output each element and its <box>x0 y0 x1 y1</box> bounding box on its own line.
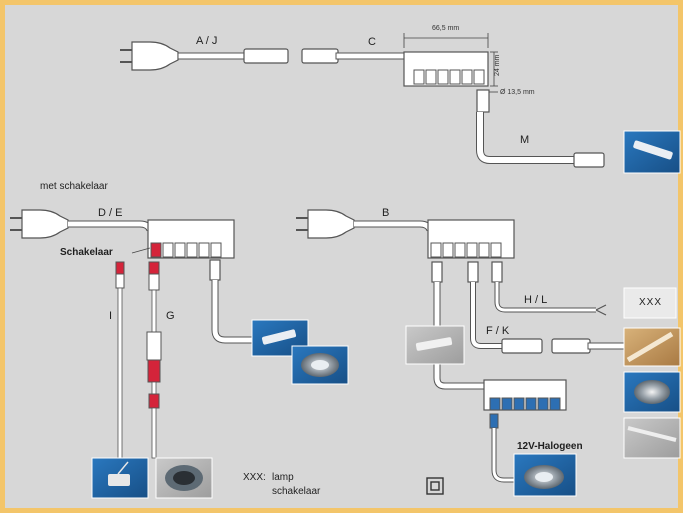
legend-line1: lamp <box>272 472 294 483</box>
schakelaar-pointer <box>132 248 150 253</box>
sub-distributor <box>484 380 566 410</box>
plug-b <box>296 210 354 238</box>
label-fk: F / K <box>486 325 509 337</box>
cable-aj <box>178 53 246 59</box>
switch-photo <box>92 458 148 498</box>
legend-prefix: XXX: <box>243 472 266 483</box>
label-halogeen: 12V-Halogeen <box>517 441 583 452</box>
connector-aj <box>244 49 288 63</box>
recessed-spot-photo <box>156 458 212 498</box>
surface-spot-photo <box>624 372 680 412</box>
distributor-right <box>428 220 514 258</box>
dimension-width: 66,5 mm <box>432 25 459 32</box>
label-hl: H / L <box>524 294 547 306</box>
legend-line2: schakelaar <box>272 486 320 497</box>
label-b: B <box>382 207 389 219</box>
connector-c <box>302 49 338 63</box>
cable-hl <box>492 262 606 315</box>
halogen-photo <box>514 454 576 496</box>
dimension-diameter: Ø 13,5 mm <box>500 89 535 96</box>
label-g: G <box>166 310 175 322</box>
dimension-height: 24 mm <box>494 55 501 76</box>
label-de: D / E <box>98 207 122 219</box>
plug-aj <box>120 42 178 70</box>
label-m: M <box>520 134 529 146</box>
label-i: I <box>109 310 112 322</box>
cable-g <box>147 262 161 458</box>
led-bar-photo-wood <box>624 328 680 366</box>
spot-photo-left <box>292 346 348 384</box>
label-c: C <box>368 36 376 48</box>
led-strip-photo-top <box>624 131 680 173</box>
cable-c <box>336 53 406 59</box>
label-schakelaar: Schakelaar <box>60 247 113 258</box>
cable-i <box>116 262 124 488</box>
distributor-top <box>404 52 488 86</box>
led-strip-photo-grey <box>406 326 464 364</box>
label-aj: A / J <box>196 35 217 47</box>
double-insulation-icon <box>427 478 443 494</box>
label-xxx-box: XXX <box>639 297 662 308</box>
plug-de <box>10 210 68 238</box>
cable-m <box>477 90 604 167</box>
label-met-schakelaar: met schakelaar <box>40 181 108 192</box>
cabinet-led-photo <box>624 418 680 458</box>
distributor-left <box>148 220 234 258</box>
